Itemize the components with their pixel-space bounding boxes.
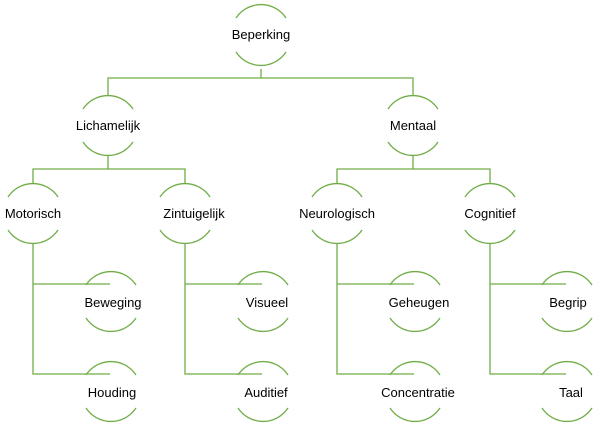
- connector-cognitief-leaves: [489, 244, 566, 375]
- node-label-motorisch: Motorisch: [5, 206, 61, 221]
- connector-mentaal-neurologisch: [336, 156, 414, 184]
- arc-beweging-bottom: [85, 317, 137, 332]
- node-label-begrip: Begrip: [549, 295, 587, 310]
- connectors: [32, 69, 566, 375]
- arc-begrip-top: [541, 271, 593, 286]
- node-label-visueel: Visueel: [246, 295, 289, 310]
- arc-mentaal-bottom: [387, 141, 439, 156]
- node-label-cognitief: Cognitief: [464, 206, 516, 221]
- arc-zintuigelijk-top: [159, 183, 211, 198]
- arc-mentaal-top: [387, 95, 439, 110]
- connector-zintuigelijk-leaves: [184, 244, 262, 375]
- arc-visueel-top: [237, 271, 289, 286]
- node-label-concentratie: Concentratie: [381, 385, 455, 400]
- node-label-root: Beperking: [232, 27, 291, 42]
- node-arcs: [7, 4, 593, 422]
- arc-visueel-bottom: [237, 317, 289, 332]
- arc-concentratie-bottom: [389, 407, 441, 422]
- arc-motorisch-bottom: [7, 229, 59, 244]
- node-label-houding: Houding: [88, 385, 136, 400]
- arc-root-top: [235, 4, 287, 19]
- arc-cognitief-top: [464, 183, 516, 198]
- arc-concentratie-top: [389, 361, 441, 376]
- arc-geheugen-top: [389, 271, 441, 286]
- node-label-neurologisch: Neurologisch: [299, 206, 375, 221]
- connector-motorisch-leaves: [32, 244, 110, 375]
- connector-root-lichamelijk: [107, 69, 262, 96]
- arc-beweging-top: [85, 271, 137, 286]
- arc-auditief-top: [237, 361, 289, 376]
- arc-begrip-bottom: [541, 317, 593, 332]
- node-label-mentaal: Mentaal: [390, 118, 436, 133]
- connector-lichamelijk-zintuigelijk: [108, 168, 186, 184]
- node-label-lichamelijk: Lichamelijk: [76, 118, 141, 133]
- node-label-beweging: Beweging: [84, 295, 141, 310]
- connector-lichamelijk-motorisch: [32, 156, 109, 184]
- node-label-zintuigelijk: Zintuigelijk: [163, 206, 225, 221]
- arc-neurologisch-top: [311, 183, 363, 198]
- arc-lichamelijk-top: [82, 95, 134, 110]
- arc-taal-bottom: [541, 407, 593, 422]
- connector-root-mentaal: [261, 77, 414, 96]
- arc-motorisch-top: [7, 183, 59, 198]
- arc-zintuigelijk-bottom: [159, 229, 211, 244]
- arc-cognitief-bottom: [464, 229, 516, 244]
- arc-houding-top: [85, 361, 137, 376]
- arc-geheugen-bottom: [389, 317, 441, 332]
- connector-neurologisch-leaves: [336, 244, 414, 375]
- node-labels: Beperking Lichamelijk Mentaal Motorisch …: [5, 27, 587, 400]
- node-label-taal: Taal: [559, 385, 583, 400]
- node-label-geheugen: Geheugen: [389, 295, 450, 310]
- arc-neurologisch-bottom: [311, 229, 363, 244]
- node-label-auditief: Auditief: [244, 385, 288, 400]
- arc-taal-top: [541, 361, 593, 376]
- arc-lichamelijk-bottom: [82, 141, 134, 156]
- arc-auditief-bottom: [237, 407, 289, 422]
- connector-mentaal-cognitief: [413, 168, 491, 184]
- arc-root-bottom: [235, 51, 287, 66]
- arc-houding-bottom: [85, 407, 137, 422]
